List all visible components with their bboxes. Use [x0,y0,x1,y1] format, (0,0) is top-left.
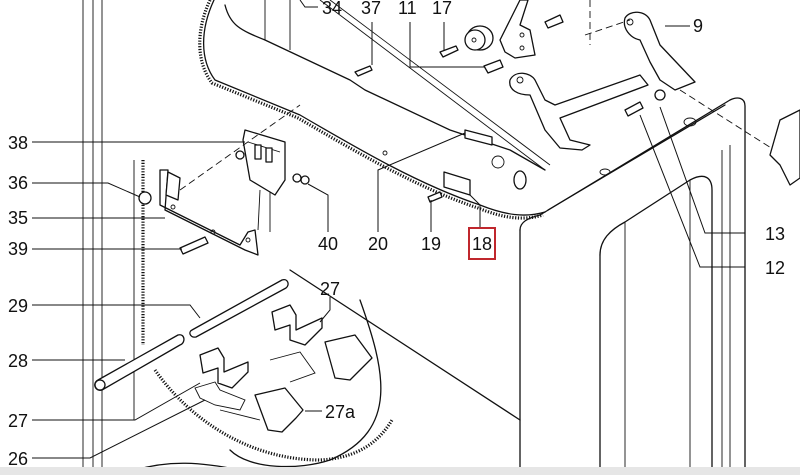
connector-plug-38 [179,104,310,232]
cover-panel [198,0,551,220]
callout-26: 26 [8,449,28,469]
callout-28: 28 [8,351,28,371]
callout-12: 12 [765,258,785,278]
callout-27-left: 27 [8,411,28,431]
callout-17: 17 [432,0,452,18]
left-frame-rails [82,0,145,475]
callout-34: 34 [322,0,342,18]
callout-38: 38 [8,133,28,153]
clips-and-plate [194,304,373,433]
bracket-35 [138,169,259,256]
callout-40: 40 [318,234,338,254]
callout-27-top: 27 [320,279,340,299]
edge-part [769,109,800,186]
highlight-box-18 [468,227,496,260]
callout-20: 20 [368,234,388,254]
callout-18: 18 [472,234,492,254]
callout-35: 35 [8,208,28,228]
callout-11: 11 [398,0,417,18]
callout-29: 29 [8,296,28,316]
main-housing [519,89,791,475]
callout-37: 37 [361,0,381,18]
hinge-bracket-9 [499,0,696,151]
small-parts [382,129,527,203]
callout-labels: 34 37 11 17 9 38 36 35 39 40 20 19 18 13… [8,0,785,469]
rubber-mount [354,14,564,77]
bottom-band [0,467,800,475]
leader-lines [32,0,745,459]
callout-39: 39 [8,239,28,259]
lower-guide [134,269,521,471]
callout-36: 36 [8,173,28,193]
rods [94,279,289,391]
bolt-and-nut [624,89,666,117]
callout-13: 13 [765,224,785,244]
callout-27a: 27a [325,402,356,422]
callout-9: 9 [693,16,703,36]
callout-19: 19 [421,234,441,254]
